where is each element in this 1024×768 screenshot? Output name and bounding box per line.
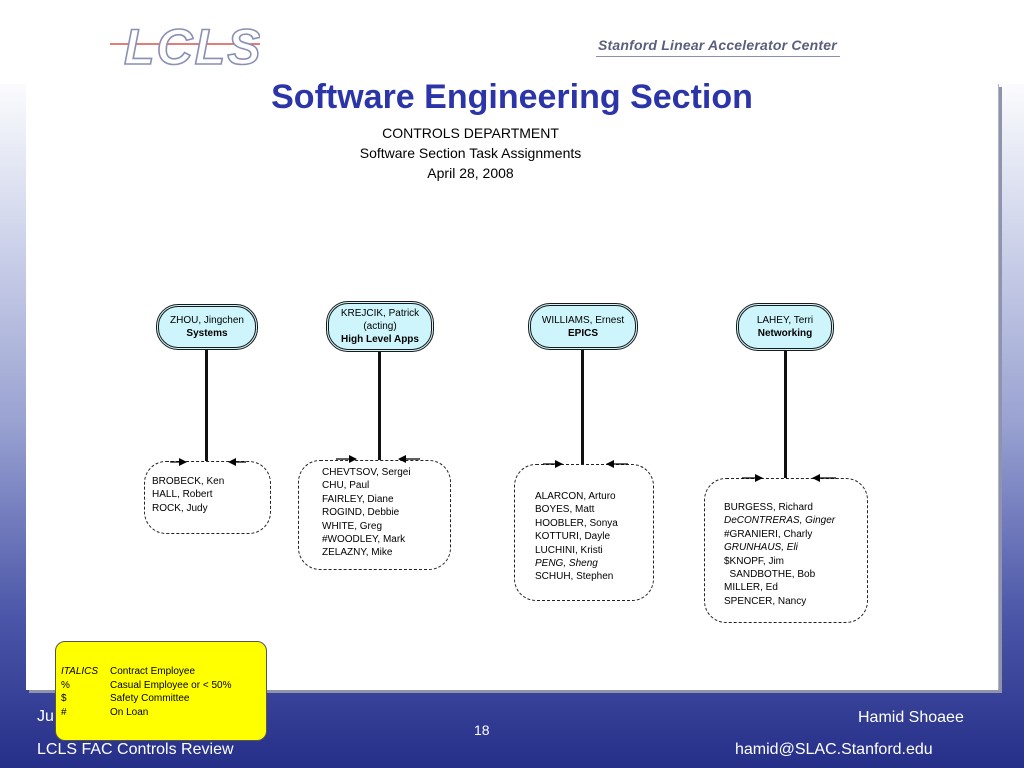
member-name: GRUNHAUS, Eli <box>724 542 798 554</box>
legend-symbol: ITALICS <box>61 666 99 677</box>
member-name: FAIRLEY, Diane <box>322 493 394 505</box>
member-list-systems: BROBECK, Ken HALL, Robert ROCK, Judy <box>144 461 271 534</box>
department-name: EPICS <box>567 327 598 339</box>
member-name: #WOODLEY, Mark <box>322 534 406 546</box>
legend-row: % Casual Employee or < 50% <box>61 679 266 693</box>
leader-name: ZHOU, Jingchen <box>170 315 244 326</box>
legend-meaning: Casual Employee or < 50% <box>110 679 232 691</box>
header-bar <box>0 0 1024 84</box>
member-name: #GRANIERI, Charly <box>724 528 813 540</box>
legend-row: $ Safety Committee <box>61 692 266 706</box>
member-name: ROGIND, Debbie <box>322 507 400 519</box>
role-box-high-level-apps: KREJCIK, Patrick (acting) High Level App… <box>326 301 434 352</box>
page-number: 18 <box>474 722 490 738</box>
legend-symbol: # <box>61 706 67 718</box>
legend-meaning: Safety Committee <box>110 693 190 704</box>
legend-row: ITALICS Contract Employee <box>61 665 266 679</box>
member-name: $KNOPF, Jim <box>724 555 785 567</box>
member-name: CHEVTSOV, Sergei <box>322 467 411 478</box>
role-box-epics: WILLIAMS, Ernest EPICS <box>528 303 638 350</box>
member-name: SPENCER, Nancy <box>724 595 807 607</box>
organization-name: Stanford Linear Accelerator Center <box>598 37 837 53</box>
member-name: ALARCON, Arturo <box>535 491 616 502</box>
slide-title: Software Engineering Section <box>271 78 753 116</box>
legend-meaning: On Loan <box>110 706 149 718</box>
member-list-high-level-apps: CHEVTSOV, Sergei CHU, Paul FAIRLEY, Dian… <box>298 460 451 570</box>
legend-symbol: $ <box>61 693 67 704</box>
footer-date-fragment: Ju <box>37 708 54 725</box>
footer-email: hamid@SLAC.Stanford.edu <box>735 741 933 758</box>
member-name: MILLER, Ed <box>724 582 778 594</box>
member-name: CHU, Paul <box>322 480 370 492</box>
connector-line-high-level-apps <box>378 352 381 465</box>
footer-event: LCLS FAC Controls Review <box>37 741 234 758</box>
role-box-networking: LAHEY, Terri Networking <box>736 303 834 351</box>
legend-box: ITALICS Contract Employee % Casual Emplo… <box>55 641 267 741</box>
member-name: DeCONTRERAS, Ginger <box>724 515 836 527</box>
member-name: BOYES, Matt <box>535 504 595 516</box>
department-name: High Level Apps <box>341 334 419 345</box>
member-name: HALL, Robert <box>152 489 213 501</box>
subtitle-date: April 28, 2008 <box>427 165 514 181</box>
connector-line-networking <box>784 351 787 494</box>
department-name: Networking <box>757 328 813 339</box>
member-name: SANDBOTHE, Bob <box>724 569 816 581</box>
member-name: WHITE, Greg <box>322 520 383 532</box>
leader-note: (acting) <box>363 321 397 332</box>
leader-name: LAHEY, Terri <box>756 315 814 326</box>
role-box-systems: ZHOU, Jingchen Systems <box>156 304 258 350</box>
lcls-logo: LCLS <box>110 18 260 72</box>
connector-line-systems <box>205 350 208 468</box>
member-name: LUCHINI, Kristi <box>535 544 603 556</box>
member-name: ROCK, Judy <box>152 502 208 514</box>
leader-name: KREJCIK, Patrick <box>340 308 420 319</box>
member-name: BROBECK, Ken <box>152 476 225 487</box>
member-list-networking: BURGESS, Richard DeCONTRERAS, Ginger #GR… <box>704 478 868 623</box>
member-name: BURGESS, Richard <box>724 502 813 513</box>
leader-name: WILLIAMS, Ernest <box>541 314 625 326</box>
legend-row: # On Loan <box>61 706 266 720</box>
connector-line-epics <box>581 350 584 473</box>
footer-presenter: Hamid Shoaee <box>858 709 964 726</box>
logo-text: LCLS <box>124 19 260 72</box>
legend-meaning: Contract Employee <box>110 666 196 677</box>
member-name: ZELAZNY, Mike <box>322 547 393 559</box>
member-name: HOOBLER, Sonya <box>535 517 618 529</box>
member-name: PENG, Sheng <box>535 558 598 570</box>
subtitle-department: CONTROLS DEPARTMENT <box>382 125 559 141</box>
legend-symbol: % <box>61 679 70 691</box>
member-name: SCHUH, Stephen <box>535 571 614 583</box>
member-name: KOTTURI, Dayle <box>535 531 611 543</box>
organization-underline <box>596 56 840 57</box>
department-name: Systems <box>186 328 228 339</box>
subtitle-assignments: Software Section Task Assignments <box>359 145 582 161</box>
member-list-epics: ALARCON, Arturo BOYES, Matt HOOBLER, Son… <box>514 464 654 601</box>
